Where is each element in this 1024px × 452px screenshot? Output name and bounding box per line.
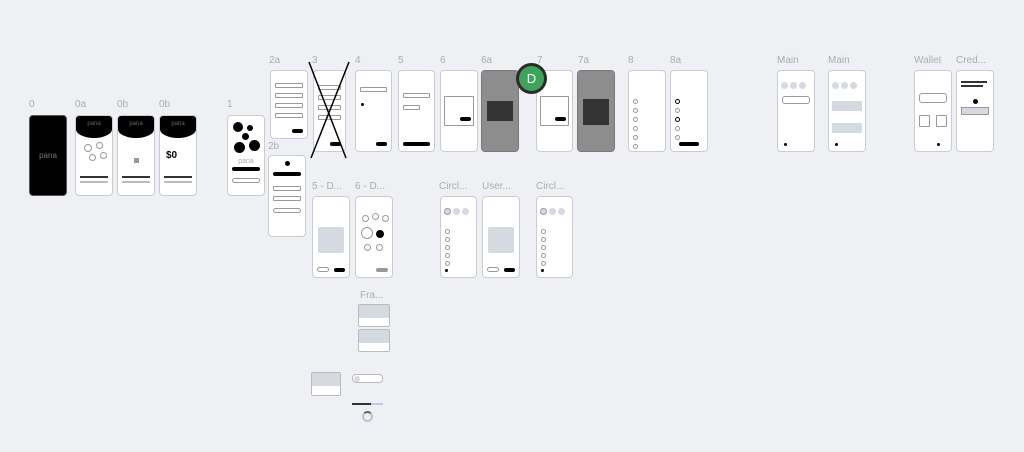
frame-6[interactable]	[440, 70, 478, 152]
frame-splash[interactable]: pana	[29, 115, 67, 196]
frame-label[interactable]: 0a	[75, 99, 87, 110]
component-toggle[interactable]	[352, 374, 383, 383]
brand-logo: pana	[87, 121, 101, 127]
frame-label[interactable]: 2a	[269, 55, 281, 66]
frame-label[interactable]: Fra...	[360, 290, 384, 301]
frame-label[interactable]: User...	[482, 181, 511, 192]
brand-logo: pana	[238, 158, 254, 165]
component-card[interactable]	[358, 304, 390, 327]
component-card[interactable]	[358, 329, 390, 352]
frame-label[interactable]: 5 - D...	[312, 181, 343, 192]
frame-label[interactable]: 0	[29, 99, 35, 110]
frame-label[interactable]: Circl...	[536, 181, 565, 192]
progress-bar	[352, 403, 383, 405]
frame-label[interactable]: Circl...	[439, 181, 468, 192]
collaborator-avatar[interactable]: D	[516, 63, 547, 94]
frame-label[interactable]: 4	[355, 55, 361, 66]
frame-label[interactable]: 8	[628, 55, 634, 66]
frame-user[interactable]	[482, 196, 520, 278]
frame-8a[interactable]	[670, 70, 708, 152]
loading-spinner-icon	[362, 411, 373, 422]
frame-6a-dialog[interactable]	[481, 70, 519, 152]
frame-label[interactable]: 1	[227, 99, 233, 110]
frame-credit-card[interactable]	[956, 70, 994, 152]
frame-5-d[interactable]	[312, 196, 350, 278]
brand-logo: pana	[171, 121, 185, 127]
frame-login[interactable]: pana	[227, 115, 265, 196]
frame-label[interactable]: 3	[312, 55, 318, 66]
frame-7a-dialog[interactable]	[577, 70, 615, 152]
frame-label[interactable]: 2b	[268, 141, 280, 152]
strike-through-icon	[308, 61, 350, 159]
frame-main-1[interactable]	[777, 70, 815, 152]
frame-signup-2b[interactable]	[268, 155, 306, 237]
frame-label[interactable]: 7	[537, 55, 543, 66]
frame-label[interactable]: 0b	[159, 99, 171, 110]
frame-label[interactable]: Cred...	[956, 55, 987, 66]
avatar-initial: D	[519, 66, 544, 91]
frame-label[interactable]: Main	[828, 55, 850, 66]
frame-label[interactable]: 7a	[578, 55, 590, 66]
frame-main-2[interactable]	[828, 70, 866, 152]
frame-wallet[interactable]	[914, 70, 952, 152]
frame-label[interactable]: Main	[777, 55, 799, 66]
frame-label[interactable]: 8a	[670, 55, 682, 66]
balance-amount: $0	[166, 150, 178, 161]
component-card[interactable]	[311, 372, 341, 396]
frame-onboarding-welcome[interactable]: pana	[75, 115, 113, 196]
frame-label[interactable]: Wallet	[914, 55, 942, 66]
frame-8[interactable]	[628, 70, 666, 152]
frame-signup-2a[interactable]	[270, 70, 308, 139]
frame-circle-1[interactable]	[440, 196, 477, 278]
brand-logo: pana	[129, 121, 143, 127]
frame-label[interactable]: 5	[398, 55, 404, 66]
frame-5[interactable]	[398, 70, 435, 152]
frame-label[interactable]: 6a	[481, 55, 493, 66]
brand-logo: pana	[39, 151, 57, 160]
frame-6-d[interactable]	[355, 196, 393, 278]
frame-label[interactable]: 6 - D...	[355, 181, 386, 192]
frame-circle-2[interactable]	[536, 196, 573, 278]
frame-label[interactable]: 6	[440, 55, 446, 66]
frame-label[interactable]: 0b	[117, 99, 129, 110]
frame-onboarding-2[interactable]: pana	[117, 115, 155, 196]
frame-4[interactable]	[355, 70, 392, 152]
frame-onboarding-3[interactable]: pana $0	[159, 115, 197, 196]
